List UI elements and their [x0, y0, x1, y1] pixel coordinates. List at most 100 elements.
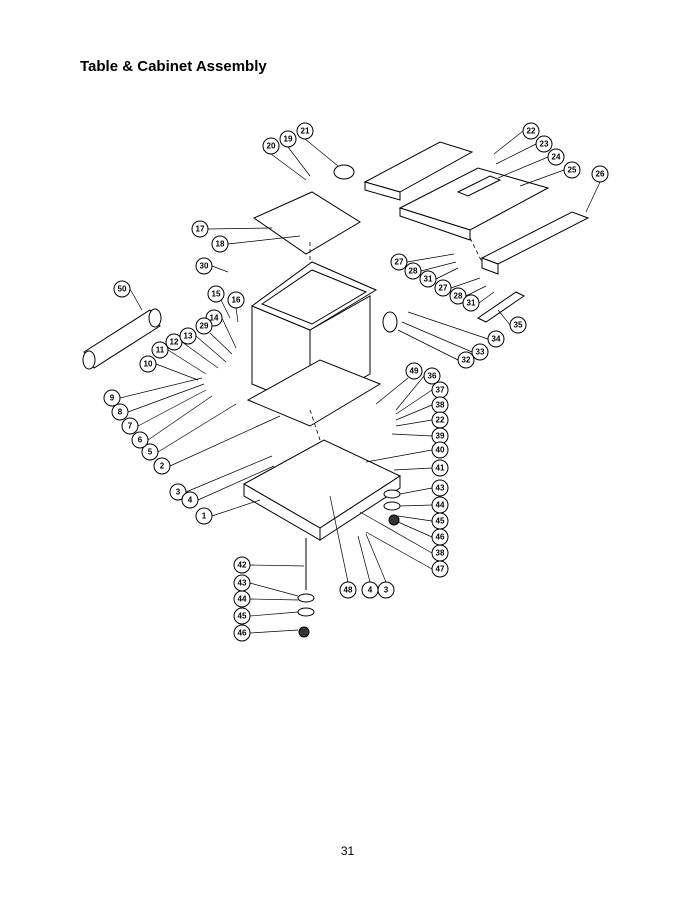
callout-11-label: 11 — [156, 346, 165, 355]
callout-26: 26 — [585, 165, 609, 213]
callout-12-label: 12 — [170, 338, 179, 347]
callout-46b-label: 46 — [238, 629, 247, 638]
callout-40: 40 — [365, 441, 449, 463]
callout-35-label: 35 — [514, 321, 523, 330]
callout-24: 24 — [497, 148, 565, 179]
callout-22b: 22 — [395, 411, 449, 429]
dust-hose — [82, 308, 162, 370]
callout-17-label: 17 — [196, 225, 205, 234]
callout-4b-label: 4 — [368, 586, 373, 595]
callout-44: 44 — [399, 496, 449, 514]
callout-3: 3 — [169, 455, 273, 501]
callout-47-label: 47 — [436, 565, 445, 574]
callout-45-label: 45 — [436, 517, 445, 526]
callout-21: 21 — [296, 122, 339, 167]
callout-3-label: 3 — [176, 488, 181, 497]
callout-44-label: 44 — [436, 501, 445, 510]
callout-23: 23 — [495, 135, 553, 165]
callout-13: 13 — [179, 327, 227, 363]
callout-4: 4 — [181, 465, 275, 509]
callout-28-label: 28 — [409, 267, 418, 276]
callout-47: 47 — [365, 531, 449, 578]
callout-36: 36 — [395, 367, 441, 411]
callout-45b-label: 45 — [238, 612, 247, 621]
dust-chute — [333, 164, 355, 180]
callout-4b: 4 — [357, 535, 379, 599]
callout-20-label: 20 — [267, 142, 276, 151]
callout-22-label: 22 — [527, 127, 536, 136]
caster-wheel — [298, 626, 310, 638]
callout-4-label: 4 — [188, 496, 193, 505]
callout-33: 33 — [401, 321, 489, 361]
callout-48: 48 — [329, 495, 357, 599]
callout-43b-label: 43 — [238, 579, 247, 588]
callout-11: 11 — [151, 341, 207, 375]
callout-19-label: 19 — [284, 135, 293, 144]
callout-9: 9 — [103, 377, 203, 407]
callout-8: 8 — [111, 383, 205, 421]
callout-15-label: 15 — [212, 290, 221, 299]
callout-29: 29 — [195, 317, 233, 355]
side-bracket — [477, 291, 525, 323]
callout-22: 22 — [493, 122, 540, 155]
callout-18: 18 — [211, 235, 301, 253]
callout-36-label: 36 — [428, 372, 437, 381]
callout-3b-label: 3 — [384, 586, 389, 595]
callout-1-label: 1 — [202, 512, 207, 521]
callout-22b-label: 22 — [436, 416, 445, 425]
callout-34: 34 — [407, 311, 505, 348]
callout-28b: 28 — [449, 285, 487, 305]
callout-34-label: 34 — [492, 335, 501, 344]
callout-25: 25 — [519, 161, 581, 187]
callout-9-label: 9 — [110, 394, 115, 403]
callout-28b-label: 28 — [454, 292, 463, 301]
callout-7-label: 7 — [128, 422, 133, 431]
callout-2-label: 2 — [160, 462, 165, 471]
callout-24-label: 24 — [552, 153, 561, 162]
callout-38b-label: 38 — [436, 549, 445, 558]
callout-43-label: 43 — [436, 484, 445, 493]
callout-38: 38 — [395, 396, 449, 421]
callout-41-label: 41 — [436, 464, 445, 473]
callout-46-label: 46 — [436, 533, 445, 542]
callout-27b: 27 — [434, 277, 481, 297]
mobile-base — [242, 439, 402, 529]
callout-49-label: 49 — [410, 367, 419, 376]
callout-26-label: 26 — [596, 170, 605, 179]
callout-49: 49 — [375, 362, 423, 405]
callout-3b: 3 — [365, 533, 395, 599]
callout-31b-label: 31 — [467, 299, 476, 308]
callout-42: 42 — [233, 556, 305, 574]
callout-1: 1 — [195, 499, 261, 525]
callouts: 1 2 3 4 5 6 7 8 9 10 11 12 13 14 15 16 1… — [103, 122, 609, 642]
callout-44b: 44 — [233, 590, 299, 608]
callout-16-label: 16 — [232, 296, 241, 305]
callout-50-label: 50 — [118, 285, 127, 294]
callout-32: 32 — [397, 329, 475, 369]
callout-23-label: 23 — [540, 140, 549, 149]
callout-45b: 45 — [233, 607, 299, 625]
callout-2: 2 — [153, 415, 281, 475]
callout-37-label: 37 — [436, 386, 445, 395]
callout-38-label: 38 — [436, 401, 445, 410]
callout-5: 5 — [141, 403, 237, 461]
callout-40-label: 40 — [436, 446, 445, 455]
callout-30: 30 — [195, 257, 229, 275]
page-title: Table & Cabinet Assembly — [80, 58, 267, 75]
callout-14-label: 14 — [210, 314, 219, 323]
callout-31b: 31 — [462, 291, 495, 312]
callout-17: 17 — [191, 220, 273, 238]
callout-43: 43 — [399, 479, 449, 497]
callout-15: 15 — [207, 285, 231, 319]
callout-5-label: 5 — [148, 448, 153, 457]
callout-19: 19 — [279, 130, 311, 177]
callout-6: 6 — [131, 395, 213, 449]
callout-42-label: 42 — [238, 561, 247, 570]
callout-10-label: 10 — [144, 360, 153, 369]
callout-13-label: 13 — [184, 332, 193, 341]
callout-18-label: 18 — [216, 240, 225, 249]
callout-38b: 38 — [359, 511, 449, 562]
callout-27: 27 — [390, 253, 455, 271]
callout-45: 45 — [397, 512, 449, 530]
callout-31-label: 31 — [424, 275, 433, 284]
